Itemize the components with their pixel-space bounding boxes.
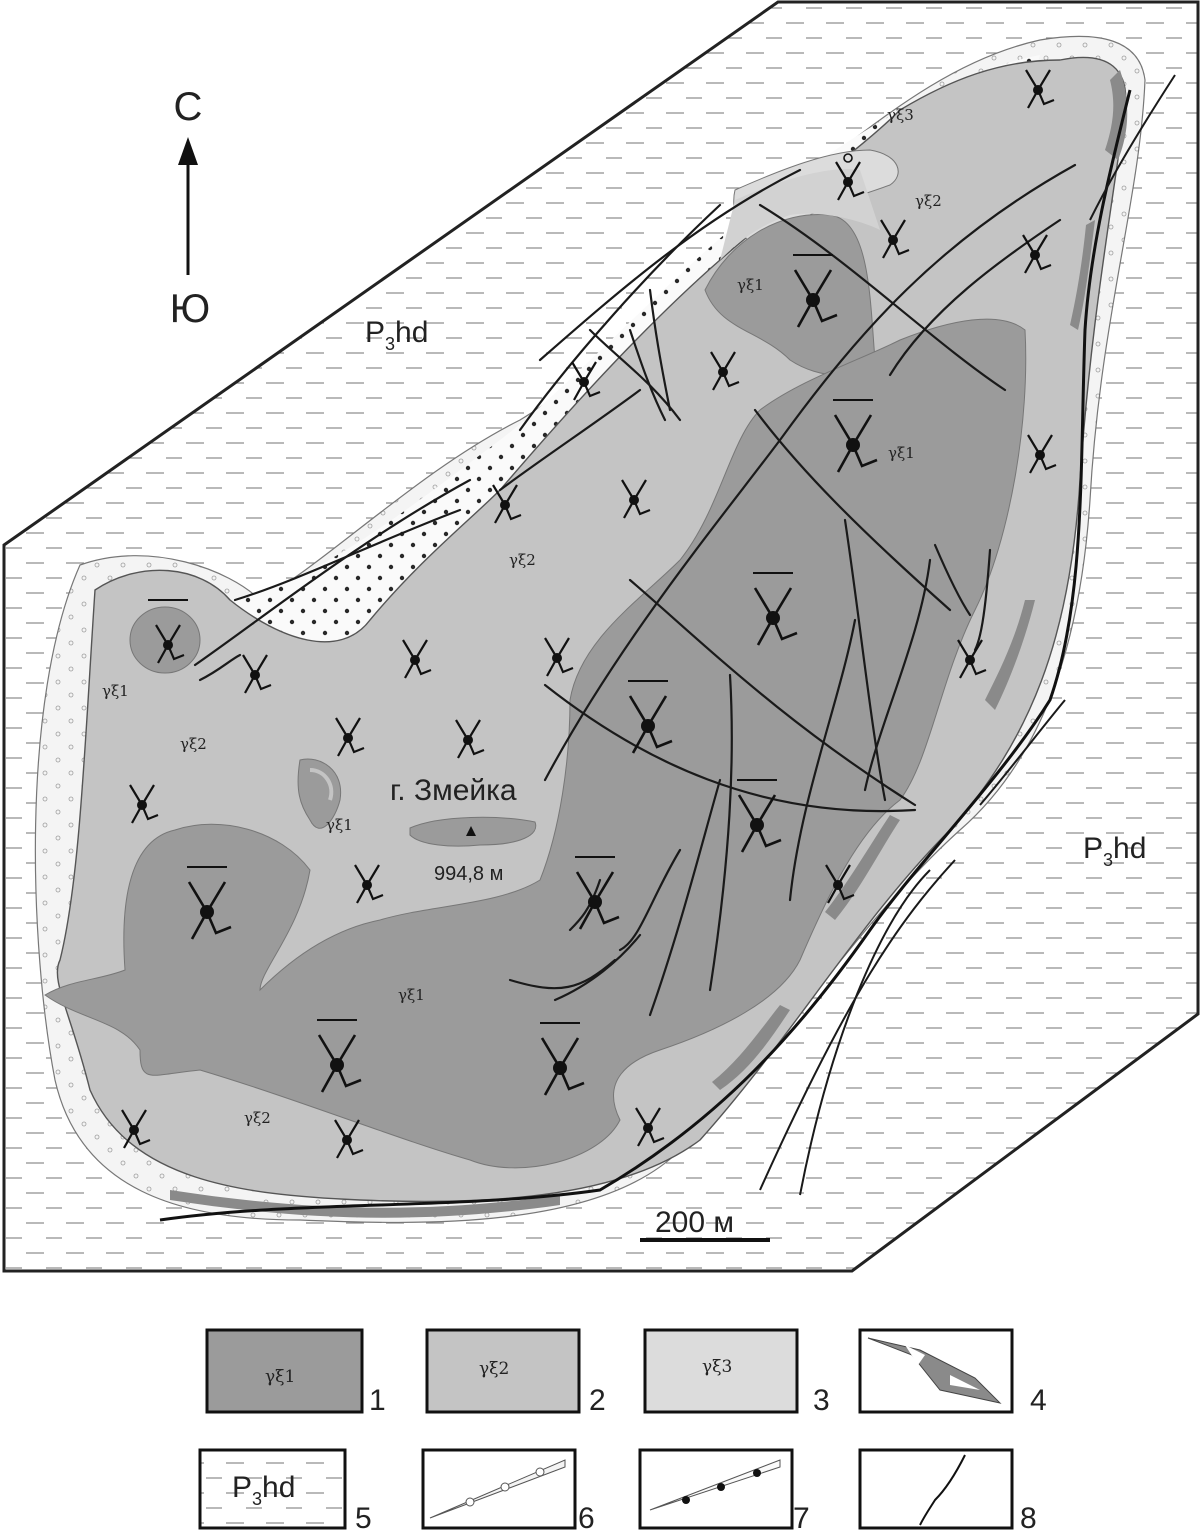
legend-item-4: 4 <box>858 1328 1047 1417</box>
granite-g2-symbol <box>710 351 740 391</box>
summit-name: г. Змейка <box>390 774 517 807</box>
north-label: С <box>174 85 203 129</box>
granite-g2-symbol <box>1027 434 1057 474</box>
granite-g2-symbol <box>121 1109 151 1149</box>
frame-border <box>2 0 1200 1273</box>
legend-item-7: 7 <box>638 1448 810 1533</box>
granite-g1-symbol <box>575 856 620 930</box>
legend: γξ1 1 γξ2 2 γξ3 3 4 P3hd 5 <box>198 1328 1047 1533</box>
granite-g1-symbol <box>793 254 838 328</box>
summit-triangle-icon <box>466 826 476 836</box>
legend-number: 3 <box>813 1384 830 1417</box>
granite-g2-symbol <box>492 484 522 524</box>
granite-g1-symbol <box>628 680 673 754</box>
granite-g1-symbol <box>753 572 798 646</box>
legend-number: 7 <box>793 1502 810 1533</box>
granite-g2-symbol <box>354 864 384 904</box>
scale-label: 200 м <box>655 1206 734 1239</box>
granite-g2-symbol <box>148 599 188 664</box>
granite-g2-symbol <box>335 717 365 757</box>
host-rest: hd <box>395 316 428 349</box>
granite-g2-symbol <box>544 637 574 677</box>
host-sub: 3 <box>385 334 395 354</box>
granite-g2-symbol <box>621 479 651 519</box>
legend-number: 6 <box>578 1502 595 1533</box>
massif <box>34 35 1146 1224</box>
granite-g1-symbol <box>737 779 782 853</box>
south-label: Ю <box>170 287 210 331</box>
host-label-se: P3hd <box>1083 832 1146 870</box>
unit-label: γξ1 <box>737 276 764 294</box>
granite-g2-symbol <box>334 1119 364 1159</box>
legend-item-2: γξ2 2 <box>425 1328 606 1417</box>
north-arrow: С Ю <box>170 85 210 331</box>
svg-text:P3hd: P3hd <box>232 1471 295 1509</box>
fault-line-swatch <box>919 1454 966 1526</box>
legend-number: 2 <box>589 1384 606 1417</box>
granite-g3-symbol <box>835 153 865 201</box>
unit-label: γξ1 <box>888 444 915 462</box>
arrow-head-icon <box>178 137 198 165</box>
massif-contact <box>159 89 1132 1222</box>
legend-number: 1 <box>369 1384 386 1417</box>
unit-label: γξ2 <box>180 735 207 753</box>
unit-g1-east <box>44 318 1027 1169</box>
legend-text: γξ1 <box>265 1367 295 1387</box>
host-sub: 3 <box>1103 850 1113 870</box>
unit-label: γξ1 <box>326 816 353 834</box>
host-rest: hd <box>1113 832 1146 865</box>
granite-g2-symbol <box>402 639 432 679</box>
legend-item-6: 6 <box>421 1448 595 1533</box>
host-rest: hd <box>262 1471 295 1504</box>
unit-label: γξ2 <box>509 551 536 569</box>
granite-g2-symbol <box>129 784 159 824</box>
legend-text: γξ3 <box>702 1357 732 1377</box>
host-label-nw: P3hd <box>365 316 428 354</box>
granite-g2-symbol <box>880 219 910 259</box>
granite-g2-symbol <box>635 1107 665 1147</box>
host-p: P <box>1083 832 1103 865</box>
granite-g1-symbol <box>833 399 878 473</box>
host-sub: 3 <box>252 1489 262 1509</box>
legend-number: 8 <box>1020 1502 1037 1533</box>
legend-item-3: γξ3 3 <box>643 1328 830 1417</box>
legend-number: 4 <box>1030 1384 1047 1417</box>
legend-text: γξ2 <box>479 1359 509 1379</box>
granite-g1-symbol <box>187 866 232 940</box>
granite-g2-symbol <box>242 654 272 694</box>
unit-label: γξ2 <box>244 1109 271 1127</box>
granite-g1-symbol <box>317 1019 362 1093</box>
granite-symbols <box>121 69 1057 1159</box>
granite-g2-symbol <box>455 719 485 759</box>
unit-g1-lens <box>297 758 342 829</box>
fault-lines <box>193 163 1077 1017</box>
unit-label: γξ3 <box>887 106 914 124</box>
unit-label: γξ1 <box>398 986 425 1004</box>
svg-text:P3hd: P3hd <box>365 316 428 354</box>
granite-g2-symbol <box>825 864 855 904</box>
legend-number: 5 <box>355 1502 372 1533</box>
host-p: P <box>232 1471 252 1504</box>
unit-label: γξ2 <box>915 192 942 210</box>
granite-g2-symbol <box>1022 234 1052 274</box>
outer-faults <box>759 74 1176 1196</box>
granite-g2-symbol <box>571 361 601 401</box>
granite-g2-symbol <box>957 639 987 679</box>
legend-item-8: 8 <box>858 1448 1037 1533</box>
host-p: P <box>365 316 385 349</box>
unit-labels: γξ3 γξ2 γξ1 γξ1 γξ2 γξ1 γξ2 γξ1 γξ1 γξ2 <box>102 106 942 1127</box>
unit-label: γξ1 <box>102 682 129 700</box>
legend-item-5: P3hd 5 <box>198 1448 372 1533</box>
svg-text:P3hd: P3hd <box>1083 832 1146 870</box>
summit-elevation: 994,8 м <box>434 863 503 885</box>
granite-g2-symbol <box>1025 69 1055 109</box>
granite-g1-symbol <box>540 1022 585 1096</box>
legend-item-1: γξ1 1 <box>205 1328 386 1417</box>
summit: г. Змейка 994,8 м <box>390 774 517 885</box>
scale-bar: 200 м <box>640 1206 770 1242</box>
